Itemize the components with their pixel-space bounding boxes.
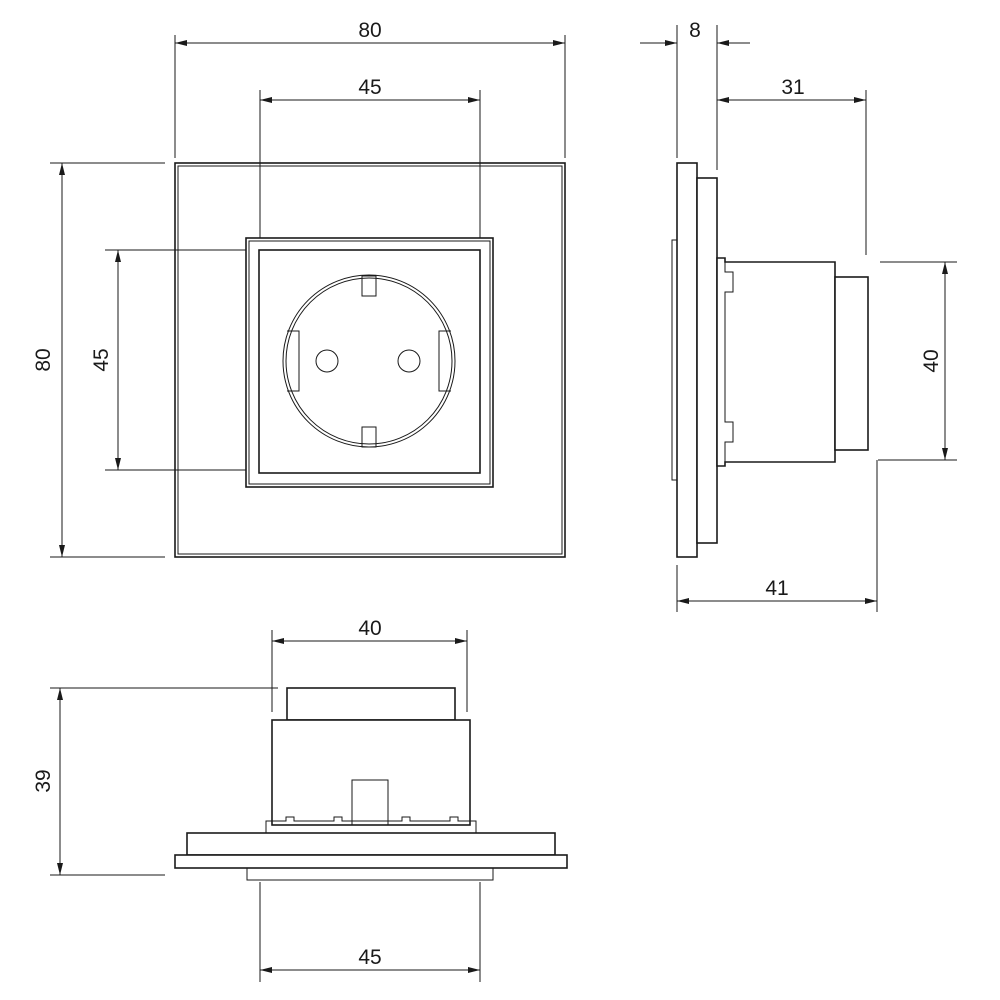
dim-side-plate-depth: 8 bbox=[689, 19, 701, 42]
bottom-plate bbox=[174, 854, 568, 869]
bottom-body bbox=[271, 719, 471, 826]
dim-side-body-depth: 31 bbox=[781, 76, 804, 99]
front-dimensions: 80 45 80 45 bbox=[32, 19, 566, 558]
side-back-plate bbox=[696, 177, 718, 544]
pin-hole-left bbox=[315, 349, 339, 373]
side-body bbox=[716, 257, 836, 467]
dim-bottom-depth: 39 bbox=[32, 769, 55, 792]
pin-hole-right bbox=[397, 349, 421, 373]
side-plate bbox=[676, 162, 698, 558]
dim-front-inner-width: 45 bbox=[358, 76, 381, 99]
dim-front-inner-height: 45 bbox=[90, 348, 113, 371]
earth-clip-top bbox=[361, 275, 377, 297]
front-view bbox=[174, 162, 566, 558]
bottom-face bbox=[246, 867, 494, 881]
side-dimensions: 8 31 40 41 bbox=[640, 19, 957, 612]
bottom-cap bbox=[286, 687, 456, 721]
side-cap bbox=[834, 276, 869, 451]
dim-front-width: 80 bbox=[358, 19, 381, 42]
side-view bbox=[671, 162, 869, 558]
dim-bottom-inner-width: 45 bbox=[358, 946, 381, 969]
dim-front-height: 80 bbox=[32, 348, 55, 371]
dim-side-body-height: 40 bbox=[920, 349, 943, 372]
dim-side-total-depth: 41 bbox=[765, 577, 788, 600]
dim-bottom-body-width: 40 bbox=[358, 617, 381, 640]
bottom-view bbox=[174, 687, 568, 881]
earth-clip-bottom bbox=[361, 426, 377, 448]
bottom-clip bbox=[351, 779, 389, 826]
bottom-back-plate bbox=[186, 832, 556, 856]
bottom-dimensions: 40 39 45 bbox=[32, 617, 481, 982]
socket-face bbox=[258, 249, 481, 474]
